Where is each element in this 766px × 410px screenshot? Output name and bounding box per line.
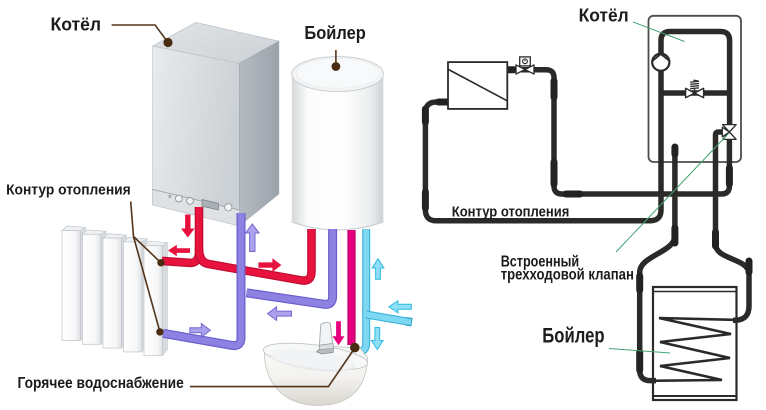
svg-text:Бойлер: Бойлер [304,23,365,43]
svg-text:Бойлер: Бойлер [542,325,604,348]
svg-text:Контур отопления: Контур отопления [452,204,570,221]
svg-text:Котёл: Котёл [51,14,102,34]
svg-text:Контур отопления: Контур отопления [6,182,131,199]
svg-text:Горячее водоснабжение: Горячее водоснабжение [18,375,184,392]
svg-text:Котёл: Котёл [579,6,629,26]
svg-text:Встроенный: Встроенный [501,254,579,271]
svg-text:трехходовой клапан: трехходовой клапан [501,267,634,284]
